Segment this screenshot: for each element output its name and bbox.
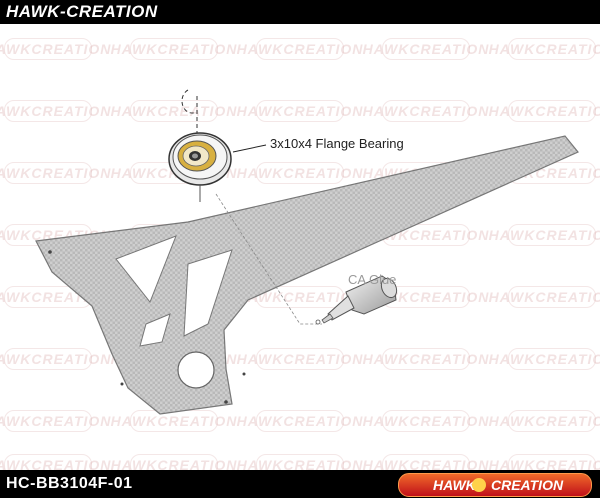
header-bar: HAWK-CREATION (0, 0, 600, 24)
brand-title: HAWK-CREATION (6, 2, 158, 21)
bearing-leader (232, 144, 267, 153)
flange-bearing (168, 132, 232, 186)
logo-text-right: CREATION (491, 477, 564, 493)
glue-label: CA Glue (348, 272, 397, 287)
rotation-arc (181, 89, 197, 114)
logo-text-left: HAWK (433, 477, 477, 493)
assembly-path (215, 193, 322, 325)
part-number: HC-BB3104F-01 (6, 475, 133, 492)
hawk-creation-logo: HAWK CREATION (398, 473, 592, 497)
bearing-label: 3x10x4 Flange Bearing (270, 136, 404, 151)
assembly-diagram (35, 89, 579, 415)
carbon-frame (35, 135, 579, 415)
ca-glue-bottle (315, 275, 398, 325)
footer-bar: HC-BB3104F-01 HAWK CREATION (0, 470, 600, 498)
